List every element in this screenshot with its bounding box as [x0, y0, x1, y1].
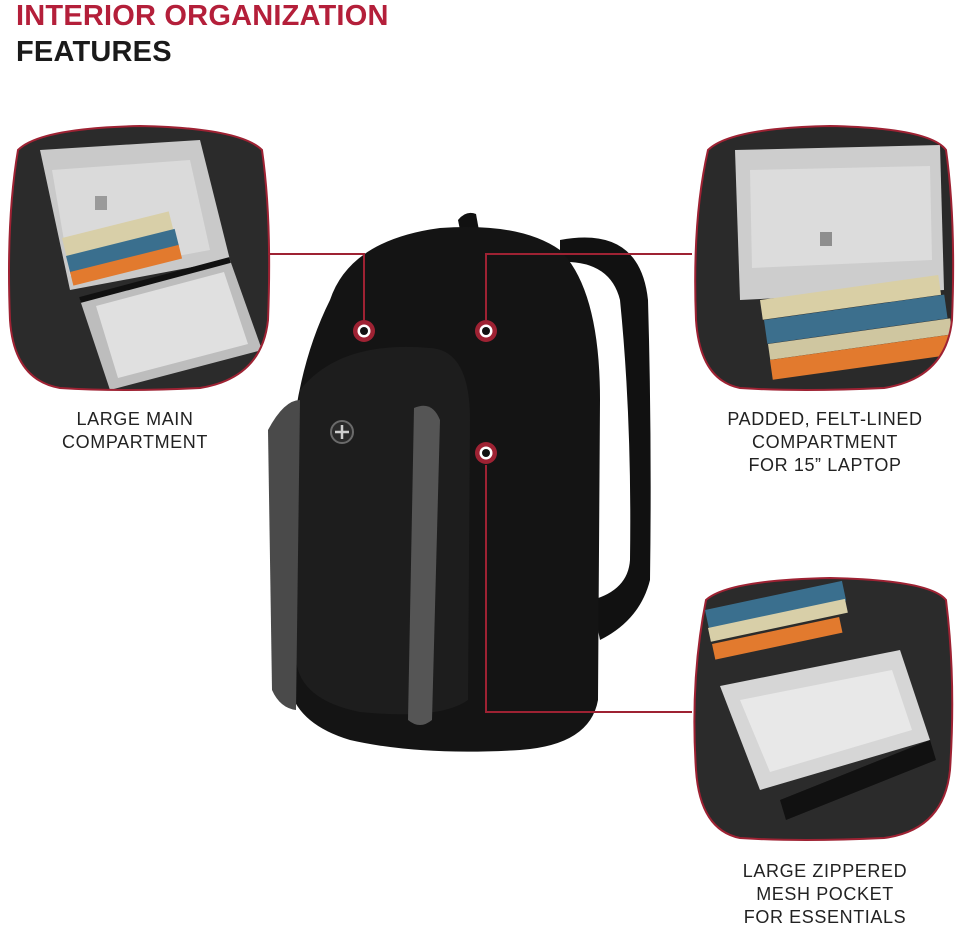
backpack [268, 212, 651, 752]
callout-marker-pocket [475, 442, 497, 464]
caption-line: FOR ESSENTIALS [743, 907, 907, 927]
caption-line: COMPARTMENT [752, 432, 898, 452]
caption-line: LARGE MAIN [76, 409, 194, 429]
inset-main-compartment [8, 124, 271, 391]
caption-main-compartment: LARGE MAIN COMPARTMENT [40, 408, 230, 454]
heading-line-2: FEATURES [16, 36, 172, 68]
caption-line: MESH POCKET [756, 884, 894, 904]
callout-marker-laptop [475, 320, 497, 342]
caption-line: PADDED, FELT-LINED [727, 409, 923, 429]
callout-leaders [268, 253, 692, 713]
caption-laptop-compartment: PADDED, FELT-LINED COMPARTMENT FOR 15” L… [720, 408, 930, 477]
caption-line: COMPARTMENT [62, 432, 208, 452]
caption-line: FOR 15” LAPTOP [748, 455, 902, 475]
callout-marker-main [353, 320, 375, 342]
caption-line: LARGE ZIPPERED [742, 861, 908, 881]
caption-mesh-pocket: LARGE ZIPPERED MESH POCKET FOR ESSENTIAL… [720, 860, 930, 929]
heading-line-1: INTERIOR ORGANIZATION [16, 0, 389, 32]
inset-mesh-pocket [693, 576, 954, 841]
inset-laptop-compartment [694, 124, 955, 391]
